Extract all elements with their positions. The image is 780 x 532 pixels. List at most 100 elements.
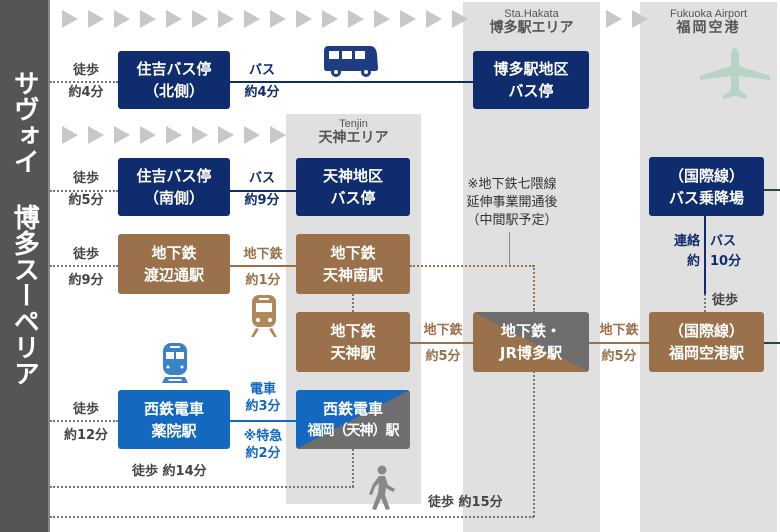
airport-area-ja: 福岡空港 xyxy=(676,20,741,36)
station-tenjin-bus[interactable]: 天神地区 バス停 xyxy=(296,158,410,216)
time-label: 約4分 xyxy=(244,85,280,100)
nanakuma-extension-line-vertical xyxy=(533,265,535,313)
station-name-sub: 渡辺通駅 xyxy=(143,266,204,284)
airport-area-en: Fukuoka Airport xyxy=(669,8,748,20)
walk-label-hakata-direct: 徒歩 約15分 xyxy=(428,495,503,510)
walk-line-yakuin xyxy=(50,420,118,422)
time-label: 約2分 xyxy=(245,446,281,461)
station-name-sub: （南側） xyxy=(143,189,204,207)
station-sumiyoshi-north[interactable]: 住吉バス停 （北側） xyxy=(118,51,230,109)
walk-label-yakuin: 徒歩 約12分 xyxy=(54,397,118,449)
bus-icon xyxy=(324,46,378,77)
airport-station-exit-line xyxy=(764,342,780,344)
station-name: 西鉄電車 xyxy=(322,399,383,418)
station-hakata[interactable]: 地下鉄・ JR博多駅 xyxy=(473,312,589,372)
time-label: 約4分 xyxy=(68,85,104,100)
walk-label-tenjin-direct: 徒歩 約14分 xyxy=(132,464,207,479)
mode-label: 地下鉄 xyxy=(423,323,463,338)
shuttle-label-left-2: 約 xyxy=(686,254,700,269)
station-name: 住吉バス停 xyxy=(136,60,212,78)
bus-label-north: バス 約4分 xyxy=(232,60,292,104)
station-name: 地下鉄 xyxy=(151,244,197,262)
hakata-area-en: Sta.Hakata xyxy=(504,8,559,20)
nanakuma-extension-line xyxy=(410,265,534,267)
hotel-name: サヴォイ 博多スーペリア xyxy=(9,70,40,386)
mode-label: 地下鉄 xyxy=(599,323,639,338)
note-line-1: ※地下鉄七隈線 xyxy=(467,177,557,192)
station-name-sub: 福岡（天神）駅 xyxy=(307,422,400,439)
station-name-sub: バス停 xyxy=(508,82,554,100)
subway-label-watanabe: 地下鉄 約1分 xyxy=(232,242,294,294)
station-nishitetsu-fukuoka[interactable]: 西鉄電車 福岡（天神）駅 xyxy=(296,390,410,449)
subway-line-tenjin-hakata xyxy=(410,342,476,344)
station-name: 住吉バス停 xyxy=(136,167,212,185)
walk-line-north xyxy=(50,81,118,83)
train-label-yakuin: 電車 約3分 xyxy=(232,381,294,415)
time-label: 約3分 xyxy=(245,399,281,414)
walk-line-hakata-direct-vertical xyxy=(533,371,535,517)
tenjin-area-ja: 天神エリア xyxy=(318,130,389,146)
shuttle-label-right-1: バス xyxy=(710,234,737,249)
arrow-row-tenjin xyxy=(56,124,290,146)
bus-label-south: バス 約9分 xyxy=(232,168,292,212)
station-name-sub: バス停 xyxy=(330,189,376,207)
hakata-area-ja: 博多駅エリア xyxy=(489,20,574,36)
station-yakuin[interactable]: 西鉄電車 薬院駅 xyxy=(118,390,230,449)
airplane-icon xyxy=(700,48,770,99)
mode-label: 徒歩 xyxy=(72,402,99,417)
mode-label: 徒歩 xyxy=(72,247,99,262)
airport-area xyxy=(640,2,777,532)
station-name-sub: （北側） xyxy=(143,82,204,100)
arrow-row-top xyxy=(56,8,472,30)
walk-line-watanabe xyxy=(50,265,118,267)
bus-line-south xyxy=(230,190,296,192)
time-label: 約9分 xyxy=(68,273,104,288)
station-name: 地下鉄 xyxy=(330,322,376,340)
tenjin-area-en: Tenjin xyxy=(339,118,368,130)
hotel-sidebar: サヴォイ 博多スーペリア xyxy=(0,0,50,532)
time-label: 約12分 xyxy=(63,428,109,443)
shuttle-label-left: 連絡 約 xyxy=(662,232,700,272)
mode-label: バス xyxy=(248,171,275,186)
station-name: 地下鉄 xyxy=(330,244,376,262)
station-airport-bus[interactable]: （国際線） バス乗降場 xyxy=(649,157,764,216)
time-label: 約5分 xyxy=(425,349,461,364)
note-line-2: 延伸事業開通後 xyxy=(466,195,558,210)
subway-train-icon xyxy=(251,295,277,337)
shuttle-bus-line xyxy=(704,216,706,294)
walk-line-south xyxy=(50,190,118,192)
station-name: 西鉄電車 xyxy=(143,399,204,418)
station-airport[interactable]: （国際線） 福岡空港駅 xyxy=(649,312,764,372)
note-pointer-line xyxy=(509,232,510,265)
shuttle-label-right: バス 10分 xyxy=(710,232,750,272)
airport-area-header: Fukuoka Airport 福岡空港 xyxy=(640,8,777,36)
station-name: 博多駅地区 xyxy=(493,60,569,78)
station-watanabe-dori[interactable]: 地下鉄 渡辺通駅 xyxy=(118,234,230,294)
arrow-row-airport xyxy=(600,8,652,30)
station-tenjin-minami[interactable]: 地下鉄 天神南駅 xyxy=(296,234,410,294)
walk-line-tenjin-direct-vertical xyxy=(352,449,354,487)
subway-label-tenjin-hakata: 地下鉄 約5分 xyxy=(412,318,474,370)
hakata-area-header: Sta.Hakata 博多駅エリア xyxy=(463,8,600,36)
tenjin-area-header: Tenjin 天神エリア xyxy=(286,118,421,146)
station-sumiyoshi-south[interactable]: 住吉バス停 （南側） xyxy=(118,158,230,216)
mode-label: 徒歩 xyxy=(72,171,99,186)
station-name-sub: 天神駅 xyxy=(330,344,376,362)
station-tenjin[interactable]: 地下鉄 天神駅 xyxy=(296,312,410,372)
subway-line-watanabe xyxy=(230,265,296,267)
station-name-sub: 天神南駅 xyxy=(322,266,383,284)
station-name-sub: JR博多駅 xyxy=(499,344,563,362)
station-name-sub: 薬院駅 xyxy=(151,421,197,440)
mode-label: ※特急 xyxy=(243,429,283,444)
station-hakata-bus[interactable]: 博多駅地区 バス停 xyxy=(473,51,589,109)
subway-label-hakata-airport: 地下鉄 約5分 xyxy=(588,318,650,370)
nishitetsu-train-icon xyxy=(162,343,188,383)
train-line-yakuin xyxy=(230,420,296,422)
mode-label: 徒歩 xyxy=(72,63,99,78)
walk-line-tenjin-transfer xyxy=(352,294,354,312)
mode-label: 地下鉄 xyxy=(243,247,283,262)
mode-label: 電車 xyxy=(249,382,276,397)
express-label-yakuin: ※特急 約2分 xyxy=(232,428,294,462)
mode-label: バス xyxy=(248,63,275,78)
subway-line-hakata-airport xyxy=(588,342,650,344)
